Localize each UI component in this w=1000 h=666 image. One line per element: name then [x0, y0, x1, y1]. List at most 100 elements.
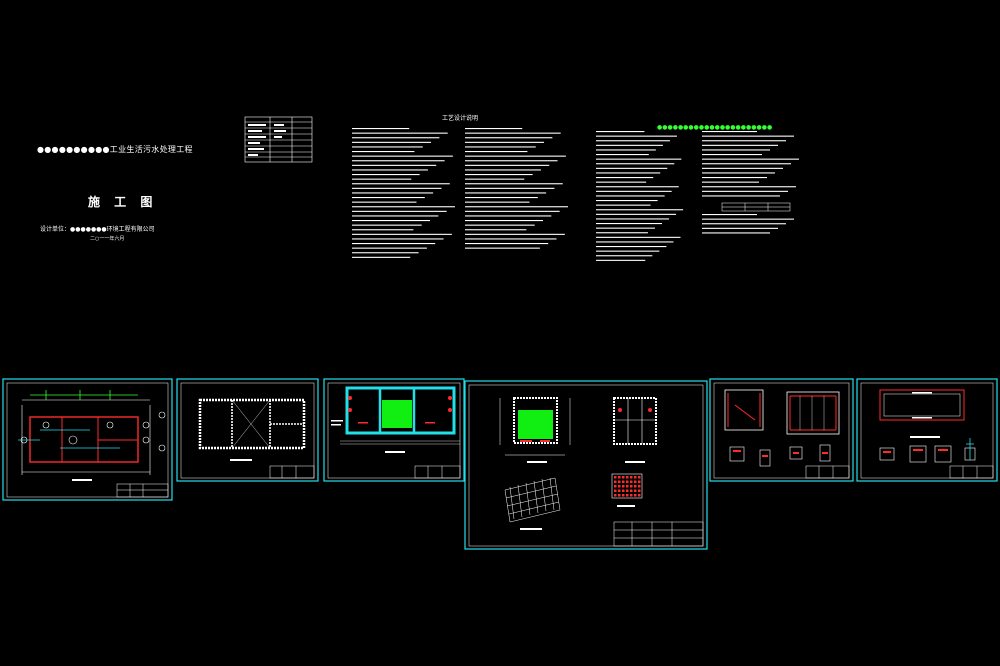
- spec-text-line: [465, 137, 553, 139]
- drawing-index-table: [244, 116, 313, 163]
- spec-text-line: [702, 172, 775, 174]
- spec-text-line: [702, 223, 786, 225]
- spec-text-line: [465, 215, 552, 217]
- spec-text-line: [596, 149, 656, 151]
- rebar-dot: [630, 489, 633, 492]
- sheet-3-section: [323, 378, 465, 482]
- spec-text-line: [702, 144, 778, 146]
- spec-text-line: [465, 187, 555, 189]
- rebar-dot: [614, 480, 617, 483]
- spec-text-line: [465, 201, 530, 203]
- spec-text-line: [352, 215, 439, 217]
- rebar-dot: [634, 494, 637, 497]
- spec-text-line: [702, 135, 794, 137]
- rebar-dot: [622, 489, 625, 492]
- spec-text-line: [352, 137, 440, 139]
- spec-text-line: [465, 224, 535, 226]
- rebar-dot: [622, 494, 625, 497]
- spec-text-line: [465, 206, 568, 208]
- spec-text-line: [702, 163, 791, 165]
- spec-text-line: [596, 204, 651, 206]
- rebar-dot: [618, 485, 621, 488]
- cover-project-title: ●●●●●●●●●●工业生活污水处理工程: [37, 145, 193, 154]
- spec-text-line: [702, 227, 778, 229]
- rebar-dot: [626, 480, 629, 483]
- rebar-dot: [634, 480, 637, 483]
- spec-text-line: [352, 210, 447, 212]
- rebar-dot: [622, 480, 625, 483]
- spec-text-line: [596, 181, 647, 183]
- rebar-dot: [618, 480, 621, 483]
- process-spec-title: 工艺设计说明: [442, 115, 479, 122]
- cover-design-unit: 设计单位：●●●●●●●环境工程有限公司: [40, 226, 155, 233]
- spec-text-line: [702, 181, 759, 183]
- spec-text-line: [352, 160, 445, 162]
- sheet-6-beam: [856, 378, 998, 482]
- sheet-5-structure: [709, 378, 854, 482]
- rebar-dot: [630, 494, 633, 497]
- rebar-dot: [638, 489, 641, 492]
- index-table-text: [248, 124, 286, 156]
- rebar-dot: [626, 485, 629, 488]
- spec-text-line: [596, 232, 648, 234]
- spec-text-line: [352, 243, 436, 245]
- spec-text-line: [352, 197, 425, 199]
- spec-text-line: [596, 200, 658, 202]
- spec-text-line: [596, 131, 645, 133]
- spec-text-line: [465, 243, 549, 245]
- rebar-dot: [634, 485, 637, 488]
- spec-text-line: [465, 174, 533, 176]
- spec-text-line: [702, 195, 780, 197]
- spec-text-line: [352, 206, 455, 208]
- spec-text-line: [596, 259, 646, 261]
- spec-text-line: [465, 247, 540, 249]
- spec-text-line: [465, 155, 566, 157]
- spec-text-line: [352, 256, 411, 258]
- rebar-dot: [630, 476, 633, 479]
- spec-text-line: [465, 238, 557, 240]
- spec-text-line: [352, 169, 428, 171]
- spec-text-line: [352, 247, 427, 249]
- spec-text-line: [702, 167, 783, 169]
- rebar-dot: [638, 485, 641, 488]
- spec-text-line: [465, 210, 560, 212]
- spec-text-line: [465, 151, 528, 153]
- spec-text-line: [465, 183, 563, 185]
- spec-text-line: [596, 195, 665, 197]
- spec-text-line: [596, 140, 670, 142]
- spec-text-line: [596, 218, 670, 220]
- rebar-dot: [614, 489, 617, 492]
- spec-text-line: [465, 229, 527, 231]
- spec-text-line: [352, 151, 415, 153]
- sheet-1-plan: [2, 378, 173, 501]
- spec-text-line: [465, 141, 545, 143]
- rebar-dot: [638, 476, 641, 479]
- spec-text-line: [352, 128, 410, 130]
- spec-text-line: [465, 192, 547, 194]
- spec-text-line: [352, 224, 422, 226]
- spec-text-line: [352, 183, 450, 185]
- spec-text-line: [702, 218, 794, 220]
- spec-text-line: [352, 252, 419, 254]
- spec-text-line: [352, 146, 423, 148]
- spec-text-line: [352, 164, 437, 166]
- spec-text-line: [596, 144, 663, 146]
- cover-date: 二○一一年六月: [90, 236, 125, 242]
- structure-spec-title: ●●●●●●●●●●●●●●●●●●●●●●: [657, 124, 773, 131]
- spec-text-line: [702, 232, 770, 234]
- spec-text-line: [596, 172, 661, 174]
- rebar-dot: [626, 494, 629, 497]
- process-spec-text-lines: [352, 128, 799, 261]
- red-grid-detail: [611, 473, 643, 499]
- spec-text-line: [596, 190, 672, 192]
- spec-text-line: [702, 149, 770, 151]
- rebar-dot: [638, 480, 641, 483]
- spec-text-line: [702, 131, 757, 133]
- spec-text-line: [465, 233, 565, 235]
- rebar-dot: [634, 476, 637, 479]
- rebar-dot: [626, 476, 629, 479]
- spec-text-line: [465, 146, 536, 148]
- spec-text-line: [352, 192, 434, 194]
- rebar-dot: [626, 489, 629, 492]
